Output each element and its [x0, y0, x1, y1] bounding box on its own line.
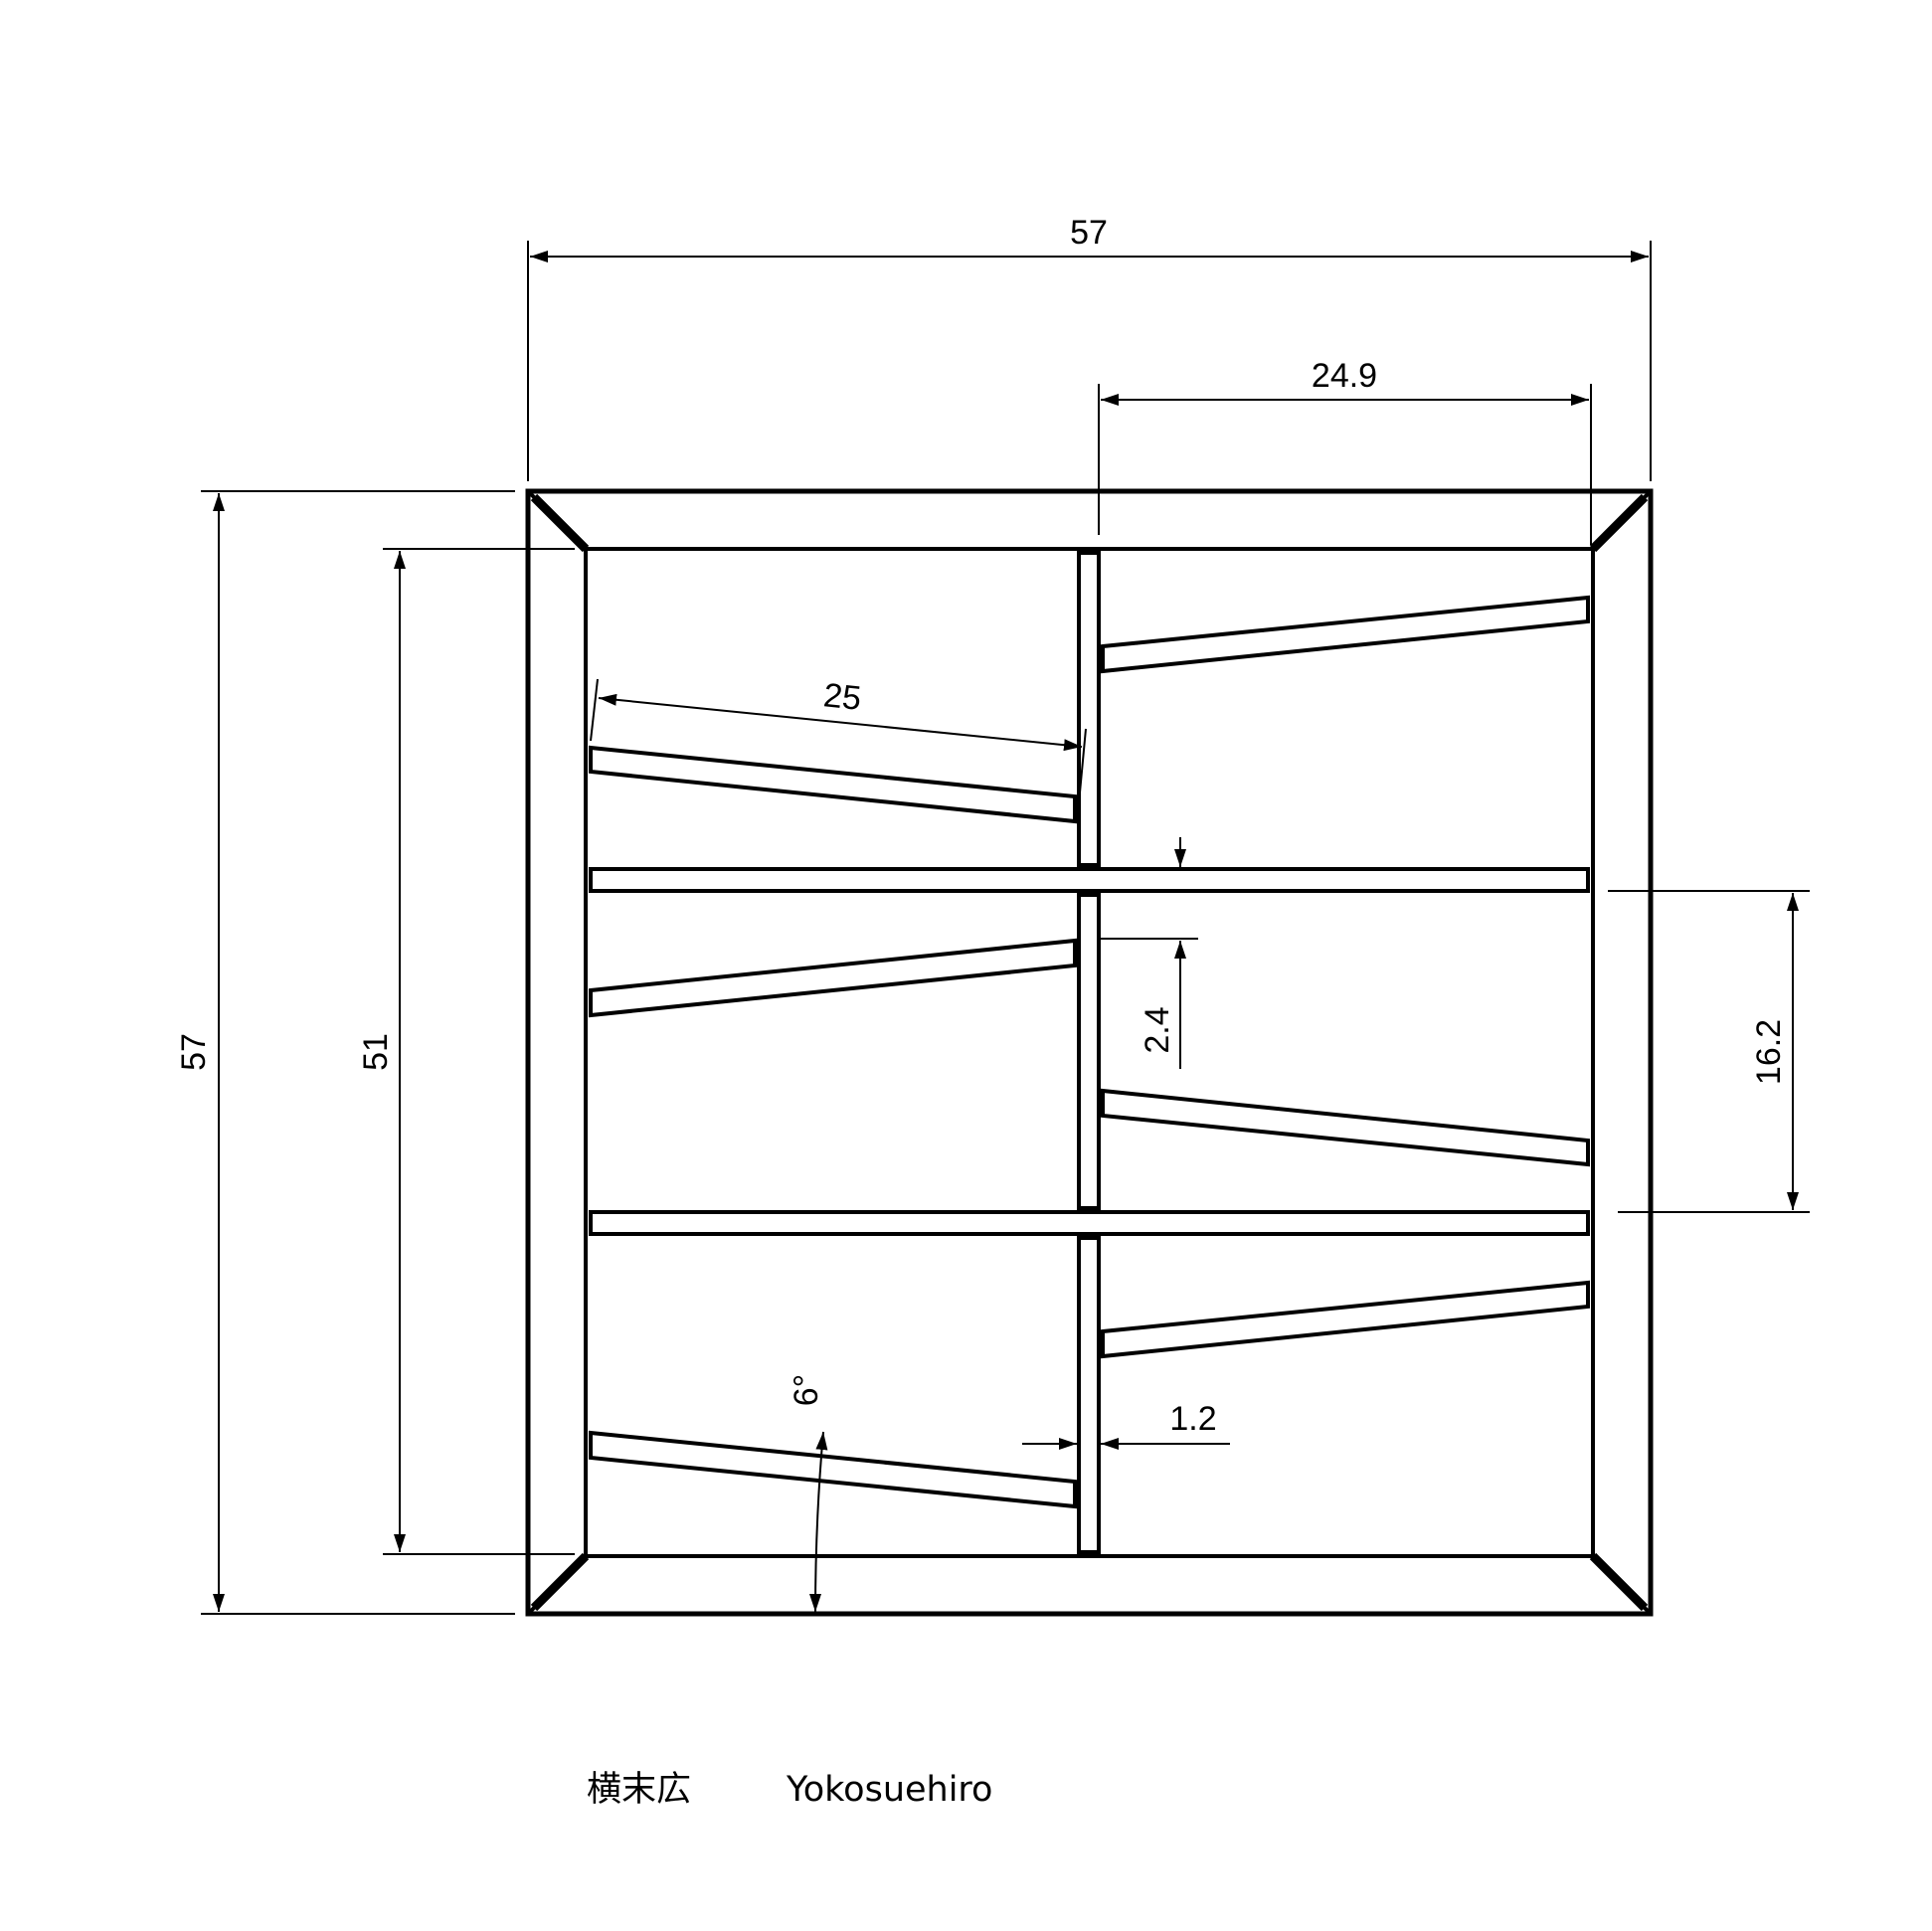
caption: 横末広 Yokosuehiro: [587, 1770, 992, 1810]
dim-overall-height: 57: [175, 490, 515, 1615]
outer-frame: [525, 488, 1654, 1617]
rail-lower: [589, 1210, 1590, 1236]
dim-slat-length: 25: [590, 676, 1087, 793]
slat-right-bottom: [1101, 1280, 1590, 1359]
dim-label-slat-angle: 6°: [788, 1374, 825, 1407]
dim-label-divider-thickness: 1.2: [1169, 1400, 1216, 1438]
horizontal-rails: [589, 867, 1590, 1236]
dim-label-rail-thickness: 2.4: [1139, 1006, 1176, 1053]
vertical-divider: [1077, 551, 1101, 1554]
dim-slat-angle: 6°: [788, 1374, 828, 1613]
slat-right-middle: [1101, 1088, 1590, 1167]
slats: [589, 595, 1590, 1509]
slat-right-top: [1101, 595, 1590, 674]
dim-label-overall-width: 57: [1070, 214, 1108, 252]
caption-japanese: 横末広: [587, 1770, 691, 1810]
dim-rail-thickness: 2.4: [1099, 837, 1198, 1069]
dim-label-slat-length: 25: [821, 676, 862, 718]
slat-left-top: [589, 745, 1077, 824]
inner-frame: [584, 547, 1595, 1558]
dim-label-row-pitch: 16.2: [1750, 1019, 1788, 1085]
dim-divider-thickness: 1.2: [1022, 1400, 1230, 1450]
divider-top: [1077, 551, 1101, 867]
frame: [525, 488, 1654, 1617]
divider-middle: [1077, 893, 1101, 1210]
mitre-joints: [526, 489, 1653, 1616]
dim-right-bay-width: 24.9: [1098, 357, 1592, 545]
dim-inner-height: 51: [357, 548, 575, 1555]
dim-label-right-bay-width: 24.9: [1312, 357, 1377, 395]
dim-label-inner-height: 51: [357, 1033, 395, 1071]
dim-label-overall-height: 57: [175, 1033, 213, 1071]
divider-bottom: [1077, 1236, 1101, 1554]
caption-romaji: Yokosuehiro: [786, 1770, 992, 1810]
slat-left-middle: [589, 938, 1077, 1018]
slat-left-bottom: [589, 1430, 1077, 1509]
dim-row-pitch: 16.2: [1608, 890, 1810, 1213]
dim-overall-width: 57: [527, 214, 1652, 481]
rail-upper: [589, 867, 1590, 893]
